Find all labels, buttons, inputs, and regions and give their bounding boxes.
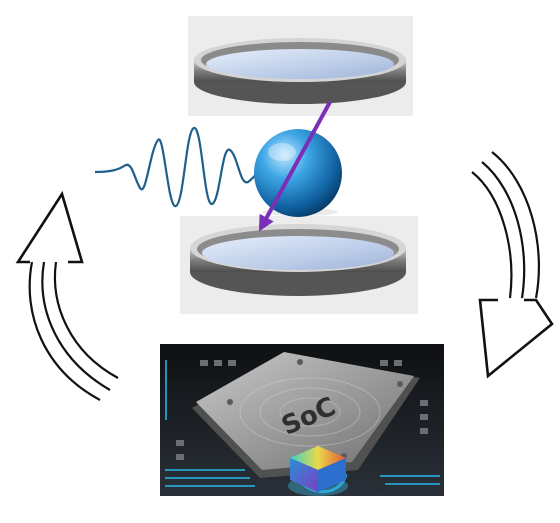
feedback-arrow-up-icon [15, 190, 119, 401]
light-wave-packet-icon [94, 126, 267, 208]
trapped-particle-sphere-icon [254, 129, 342, 217]
feedback-arrow-down-icon [471, 151, 554, 379]
cavity-mirror-top-icon [194, 38, 406, 104]
soc-processor-chip-icon [160, 344, 444, 496]
laser-beam-arrow-icon [258, 101, 332, 232]
cavity-mirror-bottom-icon [190, 224, 406, 296]
photonic-cube-element-icon [288, 446, 348, 496]
